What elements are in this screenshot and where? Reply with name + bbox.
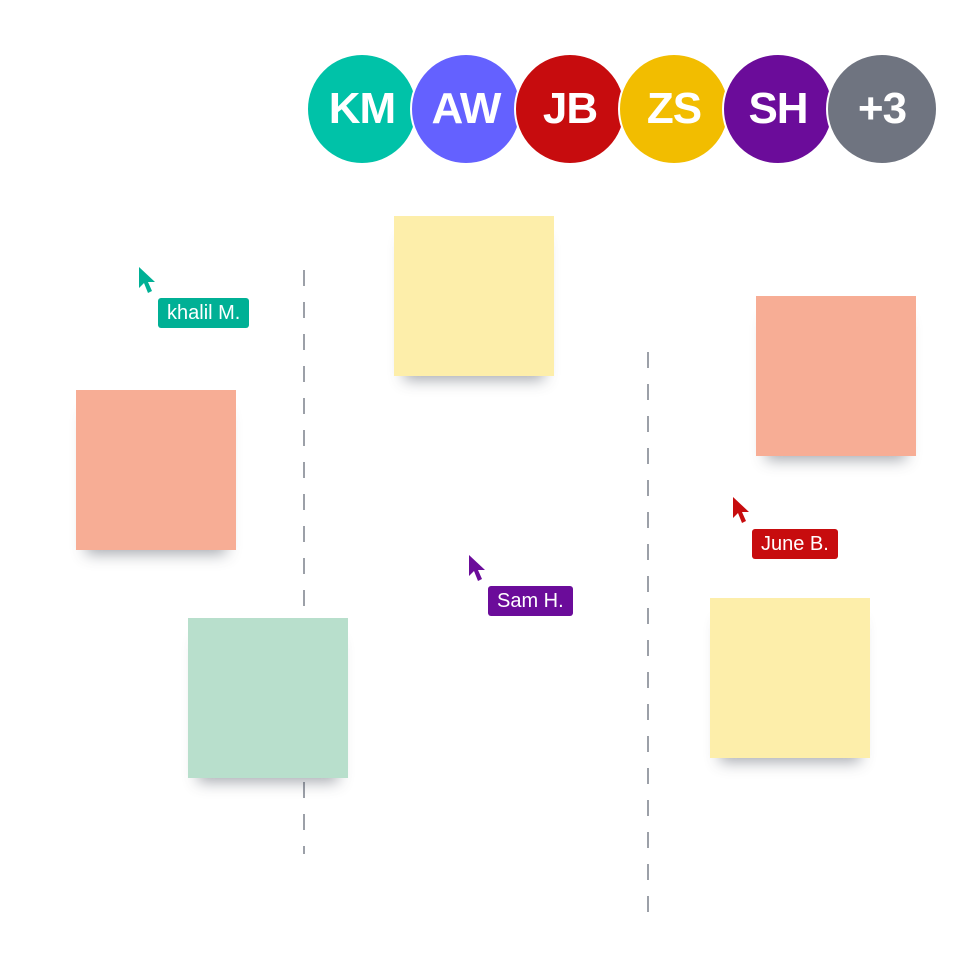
cursor-pointer-icon [139, 267, 155, 293]
more-collaborators-badge[interactable]: +3 [826, 53, 938, 165]
avatar-sh[interactable]: SH [722, 53, 834, 165]
cursor-label-june: June B. [752, 529, 838, 559]
column-divider [647, 352, 649, 920]
avatar-aw[interactable]: AW [410, 53, 522, 165]
cursor-label-khalil: khalil M. [158, 298, 250, 328]
cursor-pointer-icon [469, 555, 485, 581]
avatar-zs[interactable]: ZS [618, 53, 730, 165]
sticky-note[interactable] [394, 216, 554, 376]
avatar-km[interactable]: KM [306, 53, 418, 165]
sticky-note[interactable] [756, 296, 916, 456]
avatar-jb[interactable]: JB [514, 53, 626, 165]
cursor-label-sam: Sam H. [488, 586, 573, 616]
sticky-note[interactable] [710, 598, 870, 758]
cursor-pointer-icon [733, 497, 749, 523]
sticky-note[interactable] [188, 618, 348, 778]
sticky-note[interactable] [76, 390, 236, 550]
collaborator-avatars: KM AW JB ZS SH +3 [306, 53, 938, 165]
column-divider [303, 270, 305, 854]
